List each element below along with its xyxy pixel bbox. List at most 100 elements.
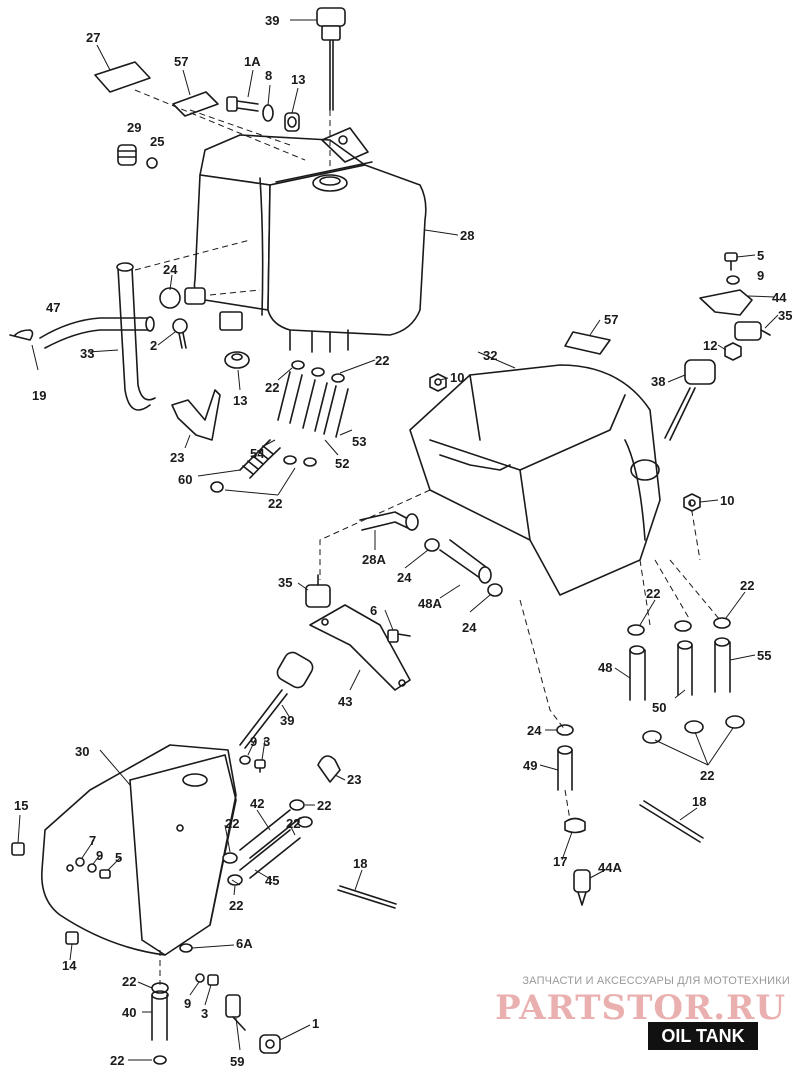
- callout: 22: [110, 1053, 124, 1068]
- drain-plug-1: [259, 1034, 281, 1054]
- drain-fitting-59: [225, 994, 246, 1031]
- clamp-24-mid: [424, 538, 440, 552]
- nut-10-a: [429, 373, 447, 392]
- rubber-mount-35-top: [734, 321, 771, 341]
- oil-tank-28: [193, 127, 427, 353]
- hose-47: [39, 317, 151, 349]
- clamp-22-last: [153, 1055, 167, 1065]
- clamps-22-upper: [291, 360, 345, 383]
- clip-14: [65, 931, 79, 945]
- callout: 19: [32, 388, 46, 403]
- callout: 14: [62, 958, 77, 973]
- callout: 38: [651, 374, 665, 389]
- cable-tie-18-mid: [337, 885, 397, 909]
- filler-cap-dipstick-38: [664, 359, 716, 441]
- grommet-13-bottom: [224, 351, 250, 369]
- bracket-44: [699, 289, 753, 316]
- hose-60: [239, 439, 281, 479]
- decal-57-right: [564, 331, 611, 355]
- washer-9-bottom: [195, 973, 205, 983]
- callout: 27: [86, 30, 100, 45]
- bracket-43: [309, 604, 411, 691]
- watermark-caption: ЗАПЧАСТИ И АКСЕССУАРЫ ДЛЯ МОТОТЕХНИКИ: [522, 975, 790, 987]
- callout: 29: [127, 120, 141, 135]
- callout: 24: [462, 620, 477, 635]
- callout: 44A: [598, 860, 622, 875]
- callout: 1: [312, 1016, 319, 1031]
- callout: 7: [89, 833, 96, 848]
- callout: 17: [553, 854, 567, 869]
- callout: 22: [317, 798, 331, 813]
- callout: 10: [720, 493, 734, 508]
- clamps-22-right: [627, 617, 731, 636]
- callout: 9: [757, 268, 764, 283]
- screw-5-top: [724, 252, 738, 271]
- fasteners-7-9-5: [75, 857, 111, 879]
- callout: 18: [353, 856, 367, 871]
- nut-12: [724, 342, 742, 361]
- callout: 22: [700, 768, 714, 783]
- filler-cap-dipstick-39-lower: [239, 651, 314, 749]
- clamp-24-right: [487, 583, 503, 597]
- bracket-23-top: [171, 389, 221, 441]
- callout: 59: [230, 1054, 244, 1069]
- callout: 9: [250, 734, 257, 749]
- leader-lines: [17, 19, 779, 1061]
- hose-49: [557, 745, 573, 791]
- callout: 40: [122, 1005, 136, 1020]
- callout: 12: [703, 338, 717, 353]
- screw-3-mid: [254, 759, 266, 773]
- hoses-42-45: [239, 809, 301, 879]
- hoses-52-53-54: [277, 371, 349, 438]
- callout: 3: [263, 734, 270, 749]
- callout: 57: [174, 54, 188, 69]
- nut-10-b: [683, 493, 701, 512]
- callout: 13: [233, 393, 247, 408]
- bolt-1A: [226, 96, 259, 112]
- callout: 24: [397, 570, 412, 585]
- clamps-22-lower-right: [642, 715, 745, 744]
- callout: 22: [122, 974, 136, 989]
- callout: 8: [265, 68, 272, 83]
- callout: 33: [80, 346, 94, 361]
- grommet-13-top: [284, 112, 300, 132]
- callout: 2: [150, 338, 157, 353]
- callout: 22: [286, 816, 300, 831]
- hose-40: [151, 990, 169, 1041]
- diagram-title: OIL TANK: [648, 1022, 758, 1050]
- callout: 47: [46, 300, 60, 315]
- assembly-guide-lines: [134, 89, 721, 985]
- callout: 3: [201, 1006, 208, 1021]
- clamp-24-low: [556, 724, 574, 736]
- callout: 50: [652, 700, 666, 715]
- clamps-22-lower-left: [222, 799, 313, 886]
- callout: 30: [75, 744, 89, 759]
- callout: 22: [646, 586, 660, 601]
- callout: 6A: [236, 936, 253, 951]
- callout: 53: [352, 434, 366, 449]
- callout: 10: [450, 370, 464, 385]
- washer-8: [262, 104, 274, 122]
- callout: 18: [692, 794, 706, 809]
- callout: 39: [265, 13, 279, 28]
- callout: 55: [757, 648, 771, 663]
- bolt-6: [387, 629, 411, 643]
- callout-labels: 39 27 57 1A 8 13 29 25 28 5 9 44 35 57 1…: [14, 13, 792, 1069]
- screw-2: [172, 318, 188, 349]
- o-ring-25: [146, 157, 158, 169]
- callout: 54: [250, 446, 265, 461]
- washer-9-top: [726, 275, 740, 285]
- filler-cap-dipstick-39-top: [316, 7, 346, 111]
- callout: 23: [347, 772, 361, 787]
- callout: 48A: [418, 596, 442, 611]
- callout: 9: [184, 996, 191, 1011]
- callout: 15: [14, 798, 28, 813]
- callout: 25: [150, 134, 164, 149]
- callout: 32: [483, 348, 497, 363]
- clamp-19: [9, 329, 34, 341]
- callout: 35: [778, 308, 792, 323]
- rubber-mount-35-mid: [305, 574, 331, 608]
- decal-27: [94, 61, 151, 93]
- callout: 60: [178, 472, 192, 487]
